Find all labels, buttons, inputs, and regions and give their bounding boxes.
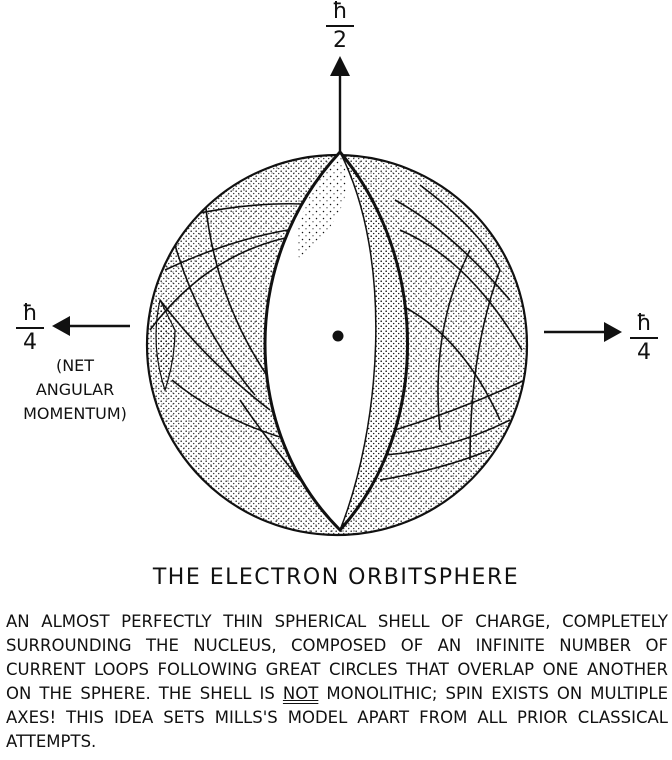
loop-line — [419, 184, 501, 271]
left-denominator: 4 — [23, 330, 37, 355]
orbitsphere-diagram — [52, 56, 622, 537]
right-arrow — [544, 322, 622, 342]
net-note-line: (NET — [55, 356, 95, 375]
loop-line — [239, 399, 301, 481]
loop-line — [394, 199, 511, 301]
right-fraction-bar — [630, 337, 658, 339]
loop-line — [399, 229, 523, 351]
lens-inner-wall — [339, 151, 409, 531]
figure-title: THE ELECTRON ORBITSPHERE — [152, 565, 520, 590]
loop-line — [394, 379, 526, 431]
top-arrow — [330, 56, 350, 152]
loop-line — [469, 269, 501, 461]
figure-description: AN ALMOST PERFECTLY THIN SPHERICAL SHELL… — [6, 610, 668, 754]
top-numerator: ħ — [332, 0, 348, 24]
lens-inner-wall-top — [296, 152, 347, 260]
net-note-line: MOMENTUM) — [23, 404, 127, 423]
left-shadow — [155, 298, 176, 392]
left-arrow — [52, 316, 130, 336]
loop-line — [174, 244, 256, 396]
net-angular-momentum-note: (NET ANGULAR MOMENTUM) — [14, 354, 136, 426]
description-text-continued: MONOLITHIC; SPIN EXISTS ON MULTIPLE AXES… — [6, 684, 668, 751]
loop-line — [384, 419, 511, 456]
description-emphasis: NOT — [282, 684, 319, 703]
description-text: AN ALMOST PERFECTLY THIN SPHERICAL SHELL… — [6, 612, 668, 703]
current-loops — [149, 184, 526, 481]
top-fraction-bar — [326, 25, 354, 27]
loop-line — [437, 249, 471, 431]
top-hbar-over-2-label: ħ 2 — [320, 0, 360, 53]
loop-line — [204, 199, 271, 381]
right-numerator: ħ — [636, 311, 652, 336]
loop-line — [171, 379, 291, 441]
net-note-line: ANGULAR — [35, 380, 115, 399]
nucleus — [332, 330, 344, 342]
loop-line — [379, 449, 491, 481]
loop-line — [159, 299, 271, 411]
left-numerator: ħ — [22, 301, 38, 326]
top-denominator: 2 — [333, 28, 347, 53]
left-fraction-bar — [16, 327, 44, 329]
right-denominator: 4 — [637, 340, 651, 365]
right-hbar-over-4-label: ħ 4 — [624, 312, 664, 365]
left-hbar-over-4-label: ħ 4 — [10, 302, 50, 355]
